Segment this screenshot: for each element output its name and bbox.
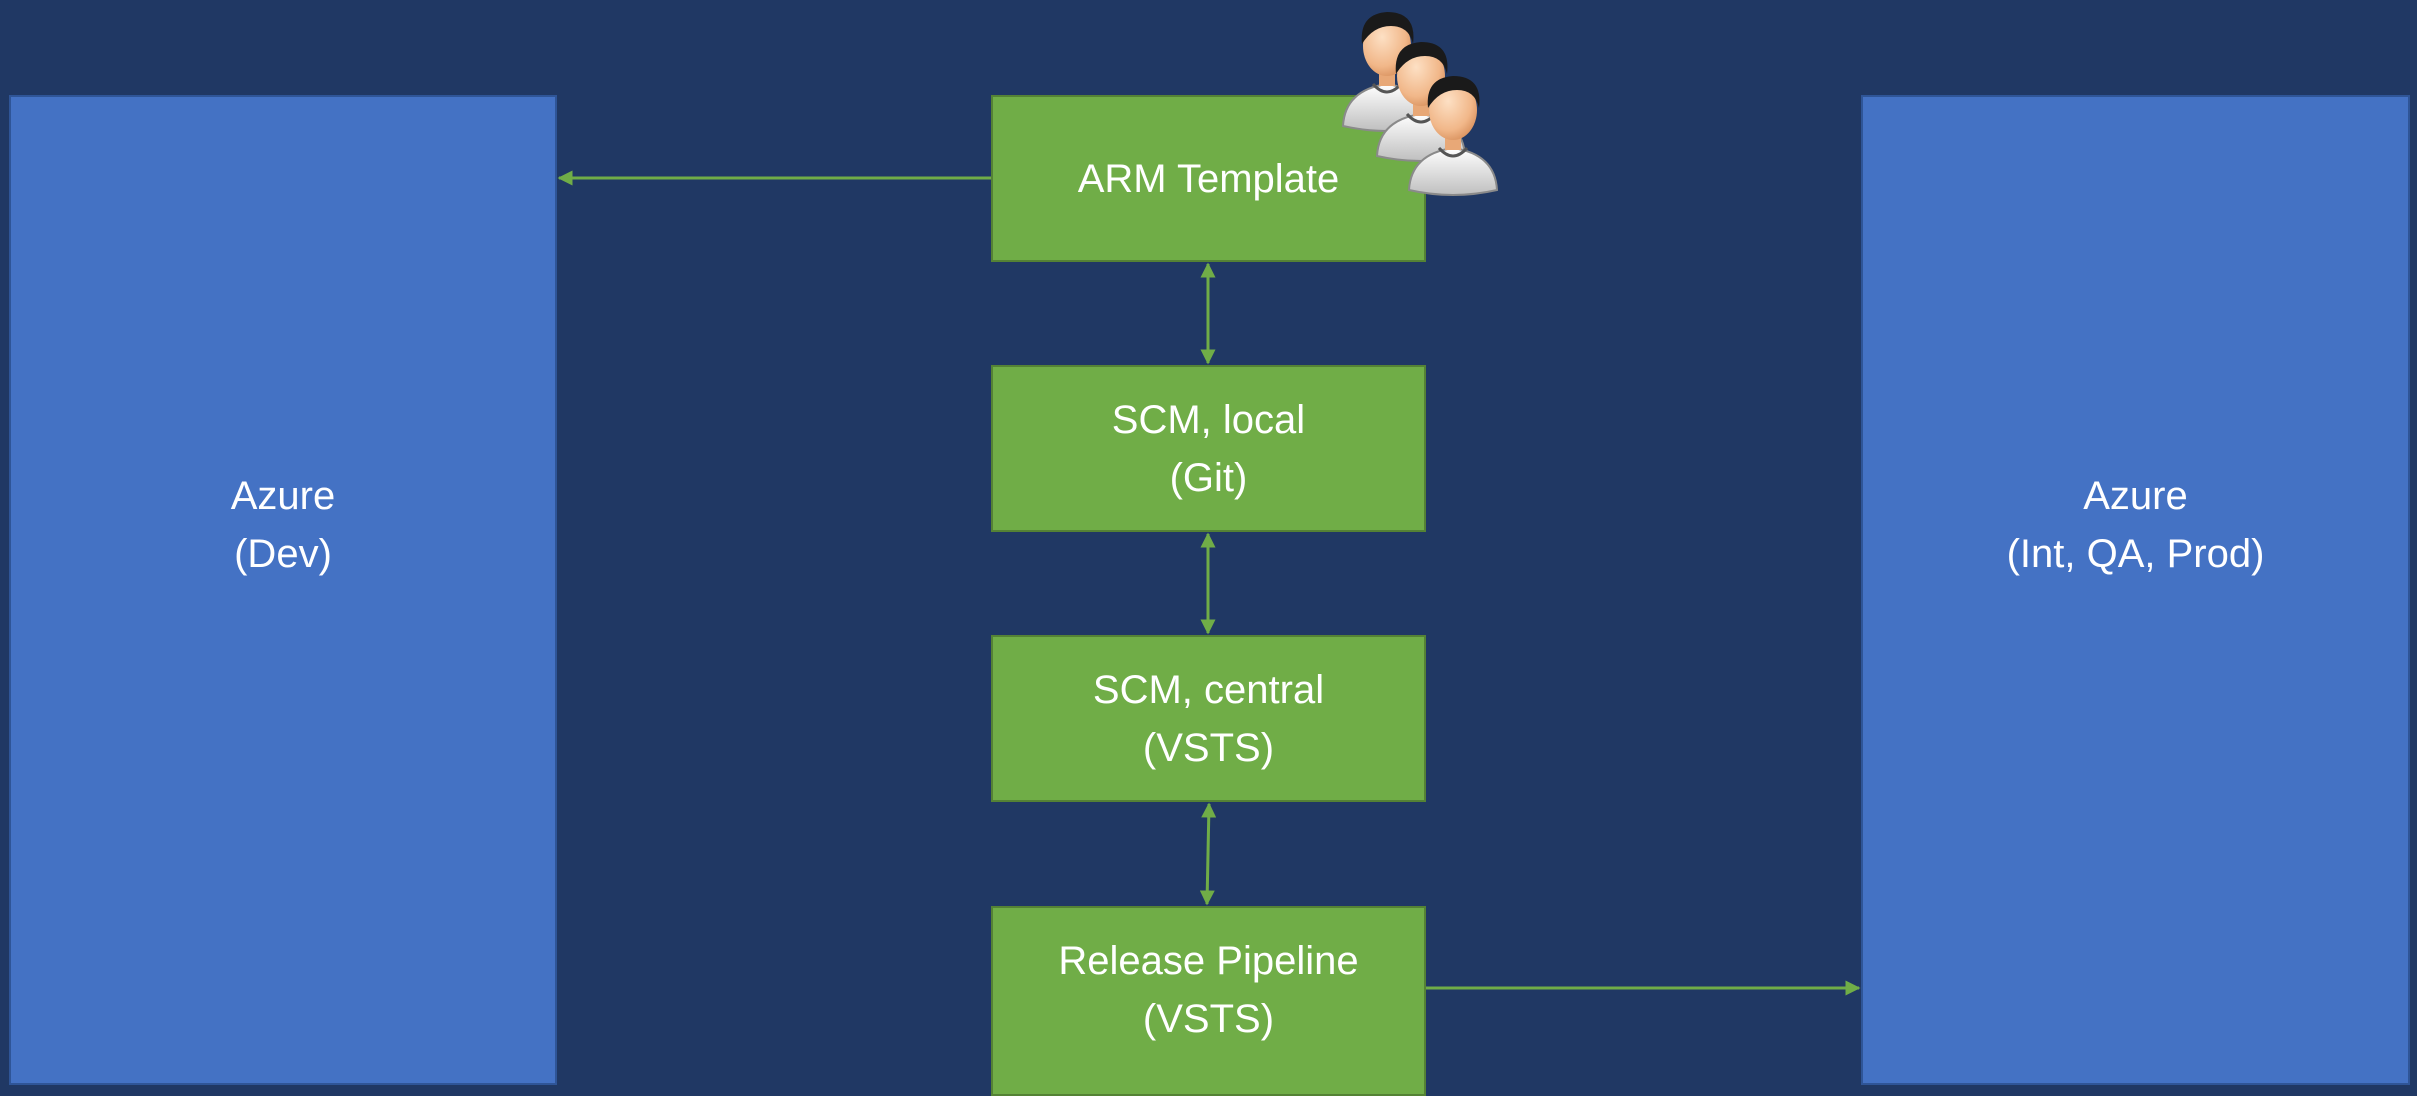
azure-dev-label-line1: Azure [230,474,336,518]
azure-prod-label-line2: (Int, QA, Prod) [2006,532,2265,576]
release-pipeline-label-line2: (VSTS) [1142,997,1275,1041]
arm-template-label: ARM Template [1077,156,1340,201]
azure-dev-environment: Azure (Dev) [9,95,557,1085]
vsts-release-double-arrow [1199,802,1217,906]
azure-dev-label: Azure (Dev) [231,467,336,583]
scm-central-label-line2: (VSTS) [1142,725,1275,770]
scm-local-label-line2: (Git) [1169,455,1248,500]
arm-template-box[interactable]: ARM Template [991,95,1426,262]
azure-int-qa-prod-environment: Azure (Int, QA, Prod) [1861,95,2410,1085]
scm-local-git-box[interactable]: SCM, local (Git) [991,365,1426,532]
azure-dev-label-line2: (Dev) [234,532,332,576]
people-group-icon [1341,10,1499,197]
scm-central-vsts-box[interactable]: SCM, central (VSTS) [991,635,1426,802]
scm-central-label: SCM, central (VSTS) [1093,661,1324,777]
release-pipeline-label: Release Pipeline (VSTS) [1058,932,1358,1048]
scm-central-label-line1: SCM, central [1092,667,1325,712]
azure-prod-label-line1: Azure [2083,474,2188,518]
scm-local-label-line1: SCM, local [1111,397,1306,442]
scm-local-label: SCM, local (Git) [1112,391,1305,507]
release-pipeline-label-line1: Release Pipeline [1058,939,1359,983]
azure-prod-label: Azure (Int, QA, Prod) [2007,467,2265,583]
release-pipeline-box[interactable]: Release Pipeline (VSTS) [991,906,1426,1096]
